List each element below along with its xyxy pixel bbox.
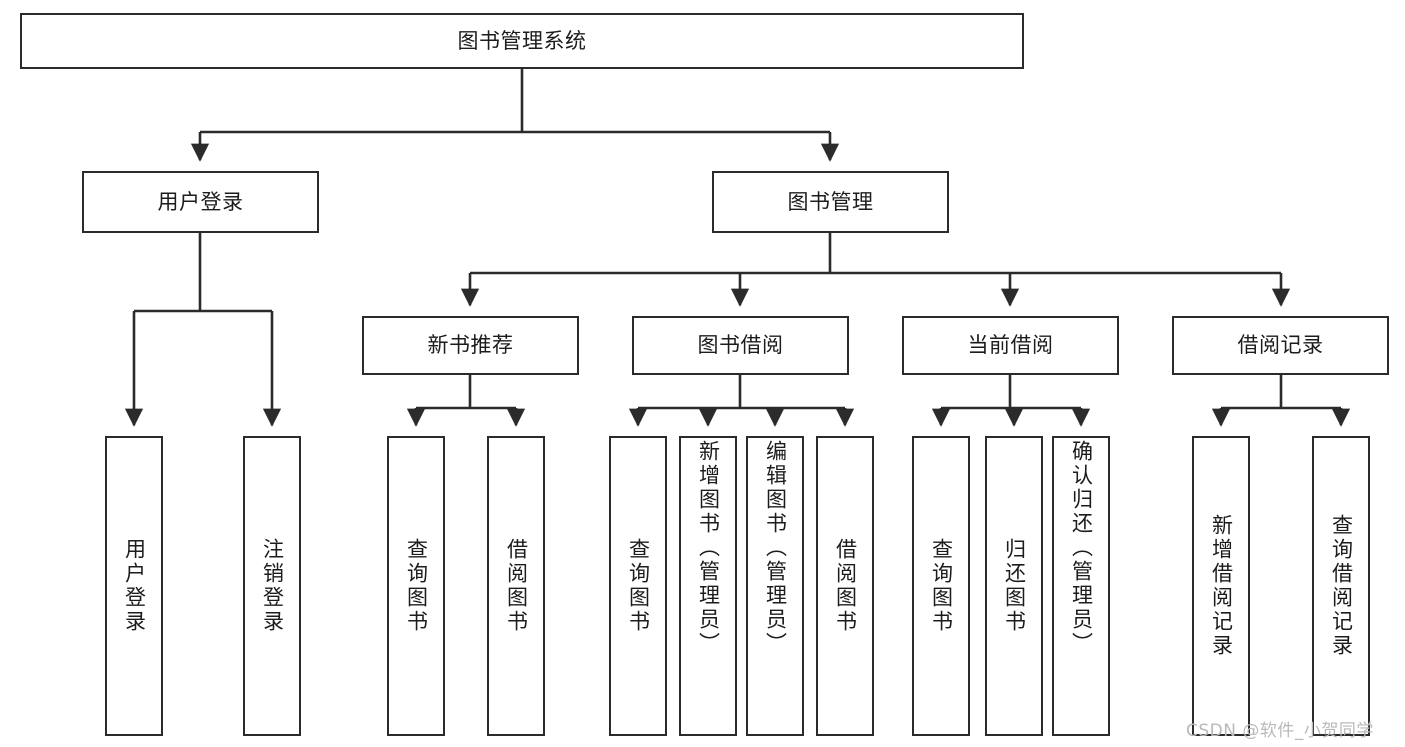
node-borrow-record-label: 借阅记录 (1237, 333, 1324, 358)
node-borrow-record[interactable]: 借阅记录 (1172, 316, 1389, 375)
node-root[interactable]: 图书管理系统 (20, 13, 1024, 69)
node-leaf-query-book-rec[interactable]: 查询图书 (387, 436, 445, 736)
node-user-login-label: 用户登录 (157, 189, 244, 214)
node-book-borrow[interactable]: 图书借阅 (632, 316, 849, 375)
node-leaf-query-book-cb[interactable]: 查询图书 (912, 436, 970, 736)
node-leaf-add-book[interactable]: 新增图书（管理员） (679, 436, 737, 736)
node-leaf-return-book[interactable]: 归还图书 (985, 436, 1043, 736)
node-leaf-query-book-bb[interactable]: 查询图书 (609, 436, 667, 736)
node-new-book-rec-label: 新书推荐 (427, 333, 514, 358)
node-current-borrow-label: 当前借阅 (967, 333, 1054, 358)
node-leaf-query-book-rec-label: 查询图书 (404, 538, 429, 634)
node-leaf-add-record-label: 新增借阅记录 (1209, 514, 1234, 658)
node-leaf-confirm-return[interactable]: 确认归还（管理员） (1052, 436, 1110, 736)
node-book-manage[interactable]: 图书管理 (712, 171, 949, 233)
node-leaf-add-book-label: 新增图书（管理员） (696, 440, 721, 656)
node-leaf-borrow-book-rec[interactable]: 借阅图书 (487, 436, 545, 736)
node-book-manage-label: 图书管理 (787, 189, 874, 214)
node-book-borrow-label: 图书借阅 (697, 333, 784, 358)
node-leaf-query-book-bb-label: 查询图书 (626, 538, 651, 634)
node-leaf-user-login-label: 用户登录 (122, 538, 147, 634)
node-leaf-user-login[interactable]: 用户登录 (105, 436, 163, 736)
node-leaf-user-logout-label: 注销登录 (260, 538, 285, 634)
node-leaf-query-record-label: 查询借阅记录 (1329, 514, 1354, 658)
node-leaf-borrow-book-bb[interactable]: 借阅图书 (816, 436, 874, 736)
node-root-label: 图书管理系统 (457, 28, 587, 53)
node-leaf-borrow-book-rec-label: 借阅图书 (504, 538, 529, 634)
node-current-borrow[interactable]: 当前借阅 (902, 316, 1119, 375)
node-leaf-query-book-cb-label: 查询图书 (929, 538, 954, 634)
node-leaf-edit-book[interactable]: 编辑图书（管理员） (746, 436, 804, 736)
node-leaf-confirm-return-label: 确认归还（管理员） (1069, 440, 1094, 656)
node-leaf-add-record[interactable]: 新增借阅记录 (1192, 436, 1250, 736)
node-leaf-borrow-book-bb-label: 借阅图书 (833, 538, 858, 634)
node-new-book-rec[interactable]: 新书推荐 (362, 316, 579, 375)
node-leaf-edit-book-label: 编辑图书（管理员） (763, 440, 788, 656)
node-user-login[interactable]: 用户登录 (82, 171, 319, 233)
node-leaf-query-record[interactable]: 查询借阅记录 (1312, 436, 1370, 736)
node-leaf-return-book-label: 归还图书 (1002, 538, 1027, 634)
node-leaf-user-logout[interactable]: 注销登录 (243, 436, 301, 736)
